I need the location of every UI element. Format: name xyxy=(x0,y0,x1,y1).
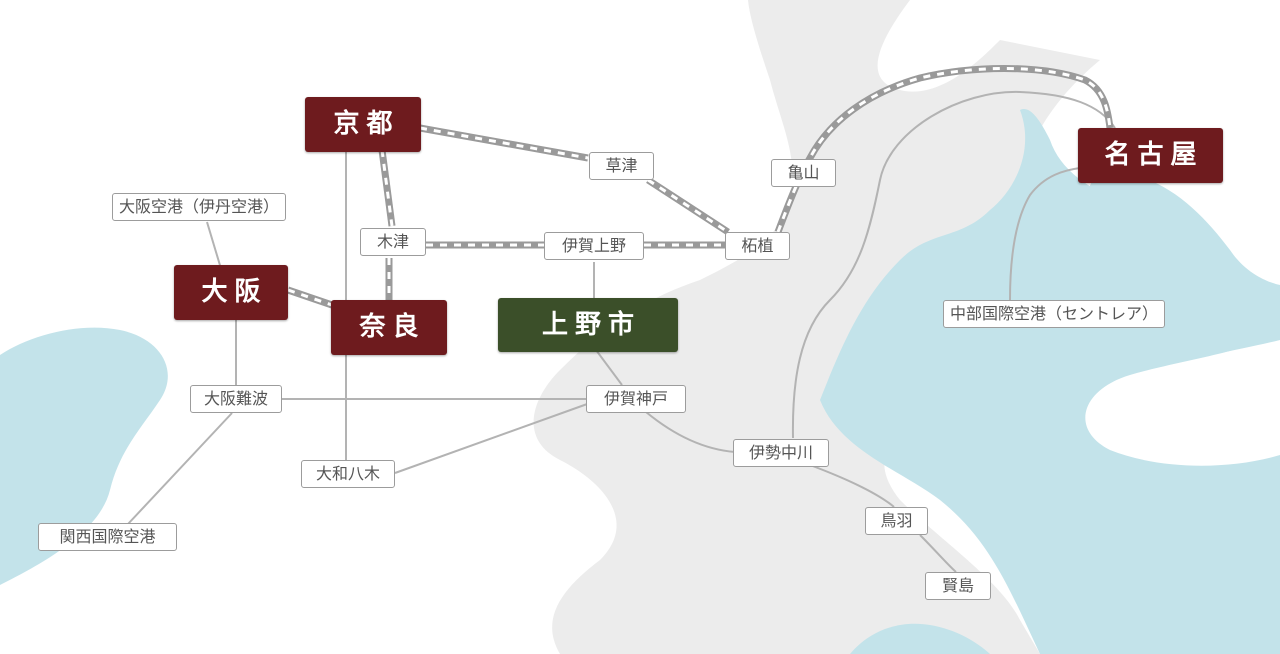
line-toba-kashikojima xyxy=(919,534,957,573)
line-yagi-kambe xyxy=(394,402,591,474)
line-nakagawa-nagoya xyxy=(791,90,1116,439)
station-ise-nakagawa[interactable]: 伊勢中川 xyxy=(733,439,829,467)
station-osaka-namba[interactable]: 大阪難波 xyxy=(190,385,282,413)
city-nara[interactable]: 奈良 xyxy=(331,300,447,355)
station-kizu[interactable]: 木津 xyxy=(360,228,426,256)
station-kameyama[interactable]: 亀山 xyxy=(771,159,836,187)
city-kyoto[interactable]: 京都 xyxy=(305,97,421,152)
station-chubu-airport[interactable]: 中部国際空港（セントレア） xyxy=(943,300,1166,328)
line-itami-osaka xyxy=(206,221,223,273)
station-kusatsu[interactable]: 草津 xyxy=(589,152,654,180)
sea-west xyxy=(0,327,168,585)
city-osaka[interactable]: 大阪 xyxy=(174,265,288,320)
line-chubu-nagoya xyxy=(1009,167,1081,301)
station-kansai-airport[interactable]: 関西国際空港 xyxy=(38,523,177,551)
city-ueno[interactable]: 上野市 xyxy=(498,298,678,352)
station-itami-airport[interactable]: 大阪空港（伊丹空港） xyxy=(112,193,287,221)
station-kashikojima[interactable]: 賢島 xyxy=(925,572,991,600)
station-iga-kambe[interactable]: 伊賀神戸 xyxy=(586,385,686,413)
line-kambe-nakagawa xyxy=(645,411,736,453)
line-nakagawa-toba xyxy=(809,464,895,508)
line-namba-kansai xyxy=(127,412,233,525)
jr-kyoto-kusatsu xyxy=(419,126,589,160)
land-area xyxy=(533,0,1120,654)
line-uenoshi-kambe xyxy=(595,349,623,386)
station-iga-ueno[interactable]: 伊賀上野 xyxy=(544,232,644,260)
station-yamato-yagi[interactable]: 大和八木 xyxy=(301,460,395,488)
city-nagoya[interactable]: 名古屋 xyxy=(1078,128,1223,183)
jr-kusatsu-tsuge xyxy=(647,178,729,234)
sea-bottom xyxy=(850,623,990,654)
station-tsuge[interactable]: 柘植 xyxy=(725,232,790,260)
station-toba[interactable]: 鳥羽 xyxy=(865,507,928,535)
